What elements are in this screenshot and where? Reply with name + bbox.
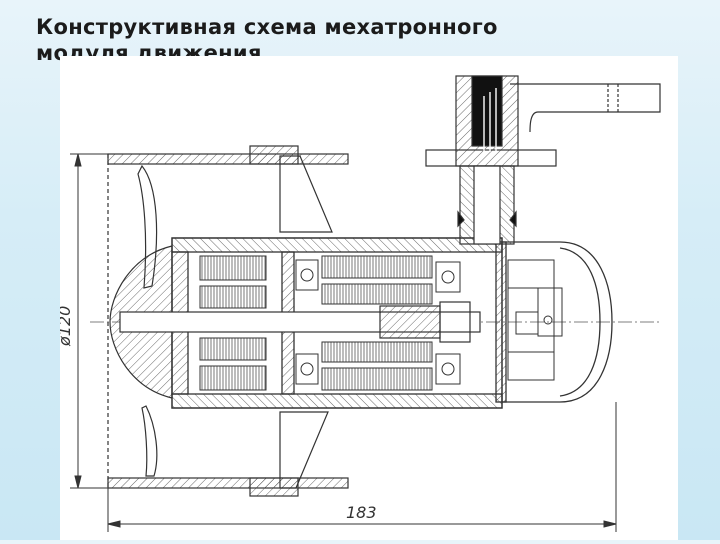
slide-title: Конструктивная схема мехатронного модуля…: [36, 14, 636, 66]
nozzle-ring: [107, 145, 349, 497]
rear-electronics: [507, 259, 563, 381]
drawing-svg: ø120 183: [55, 75, 661, 532]
length-dimension: [107, 402, 617, 532]
motor-housing: [171, 237, 503, 409]
diameter-dimension: [70, 153, 110, 489]
length-label: 183: [346, 503, 377, 522]
bearings: [295, 259, 461, 385]
connector-neck: [425, 75, 557, 245]
rear-dome: [495, 241, 613, 403]
fins: [279, 155, 333, 489]
engineering-drawing: ø120 183: [55, 56, 678, 540]
stator-windings: [199, 255, 433, 391]
cable: [483, 83, 661, 152]
shaft: [119, 301, 481, 343]
diameter-label: ø120: [60, 306, 74, 347]
slide-title-line1: Конструктивная схема мехатронного: [36, 15, 498, 39]
